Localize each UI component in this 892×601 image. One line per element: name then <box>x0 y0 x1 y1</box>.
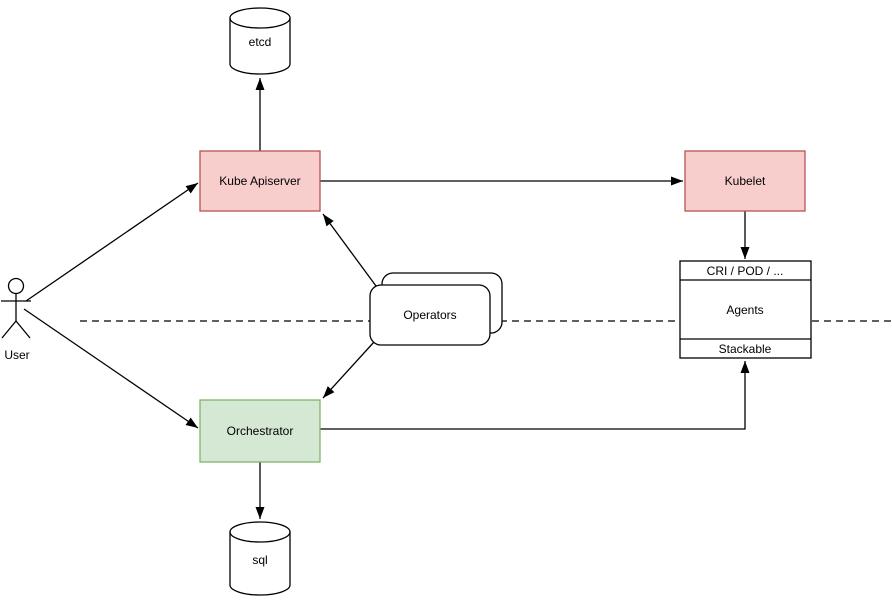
kube-apiserver-box <box>199 150 321 212</box>
agents-footer-label: Stackable <box>719 342 772 356</box>
node-operators: Operators <box>369 272 503 346</box>
node-kube-apiserver: Kube Apiserver <box>199 150 321 212</box>
node-etcd: etcd <box>229 7 291 75</box>
user-head <box>7 277 25 295</box>
agents-box <box>679 260 812 359</box>
kubelet-label: Kubelet <box>725 174 766 188</box>
edge-user-to-kube-apiserver <box>25 182 199 302</box>
node-user: User <box>1 277 31 362</box>
orchestrator-box <box>199 399 321 463</box>
edge-operators-to-orchestrator <box>322 341 375 399</box>
etcd-cylinder-rim <box>229 17 291 29</box>
node-agents: CRI / POD / ... Agents Stackable <box>679 260 812 359</box>
agents-body-label: Agents <box>726 303 763 317</box>
user-label: User <box>4 348 29 362</box>
node-orchestrator: Orchestrator <box>199 399 321 463</box>
sql-cylinder-rim <box>229 531 291 543</box>
etcd-label: etcd <box>249 35 272 49</box>
operators-label: Operators <box>403 308 456 322</box>
etcd-cylinder-shape <box>229 7 291 75</box>
user-leg-left <box>1 320 17 339</box>
orchestrator-label: Orchestrator <box>227 424 294 438</box>
kube-apiserver-label: Kube Apiserver <box>219 174 300 188</box>
sql-label: sql <box>252 553 267 567</box>
node-kubelet: Kubelet <box>684 150 806 212</box>
node-sql: sql <box>229 521 291 596</box>
operators-front-card <box>369 284 491 346</box>
edge-orchestrator-to-agents <box>320 361 750 430</box>
kubelet-box <box>684 150 806 212</box>
edge-operators-to-kube-apiserver <box>322 213 377 287</box>
agents-header-label: CRI / POD / ... <box>707 264 784 278</box>
edge-user-to-orchestrator <box>23 308 199 429</box>
user-leg-right <box>15 320 31 339</box>
